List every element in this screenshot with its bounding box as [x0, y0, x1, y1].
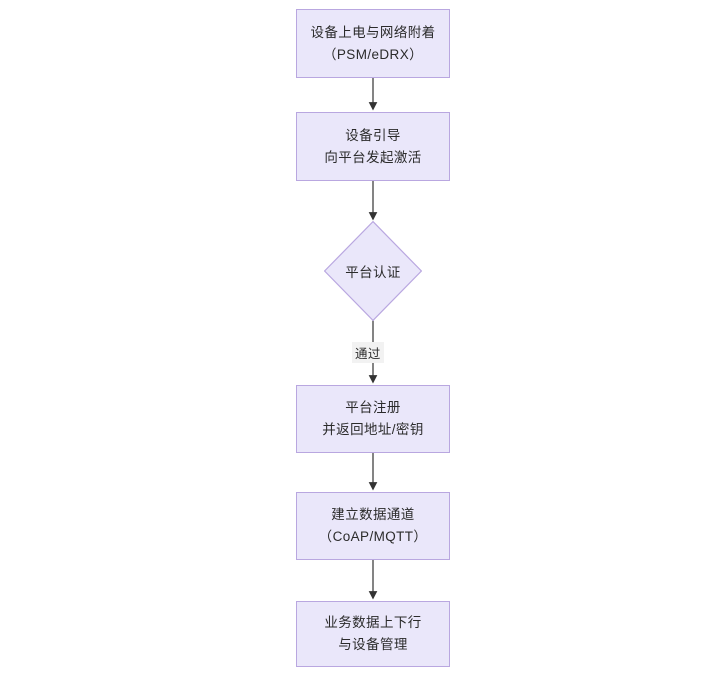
- diamond-shape-icon: [324, 221, 422, 321]
- node-business-data-line-2: 与设备管理: [338, 637, 408, 652]
- node-data-channel-line-1: 建立数据通道: [331, 507, 415, 522]
- node-bootstrap-line-1: 设备引导: [345, 127, 401, 143]
- node-power-on-line-1: 设备上电与网络附着: [310, 24, 436, 40]
- node-platform-auth[interactable]: 平台认证: [324, 221, 422, 321]
- node-data-channel[interactable]: 建立数据通道 （CoAP/MQTT）: [296, 492, 450, 560]
- node-bootstrap[interactable]: 设备引导 向平台发起激活: [296, 112, 450, 181]
- node-business-data[interactable]: 业务数据上下行 与设备管理: [296, 601, 450, 667]
- edge-label-pass: 通过: [352, 342, 384, 363]
- node-platform-register-line-1: 平台注册: [345, 400, 401, 415]
- node-power-on-line-2: （PSM/eDRX）: [322, 46, 424, 62]
- node-data-channel-line-2: （CoAP/MQTT）: [318, 529, 428, 544]
- node-business-data-line-1: 业务数据上下行: [324, 615, 422, 630]
- node-platform-register-line-2: 并返回地址/密钥: [322, 422, 424, 437]
- node-bootstrap-line-2: 向平台发起激活: [324, 149, 422, 165]
- node-power-on[interactable]: 设备上电与网络附着 （PSM/eDRX）: [296, 9, 450, 78]
- node-platform-auth-label: 平台认证: [345, 265, 401, 280]
- node-platform-register[interactable]: 平台注册 并返回地址/密钥: [296, 385, 450, 453]
